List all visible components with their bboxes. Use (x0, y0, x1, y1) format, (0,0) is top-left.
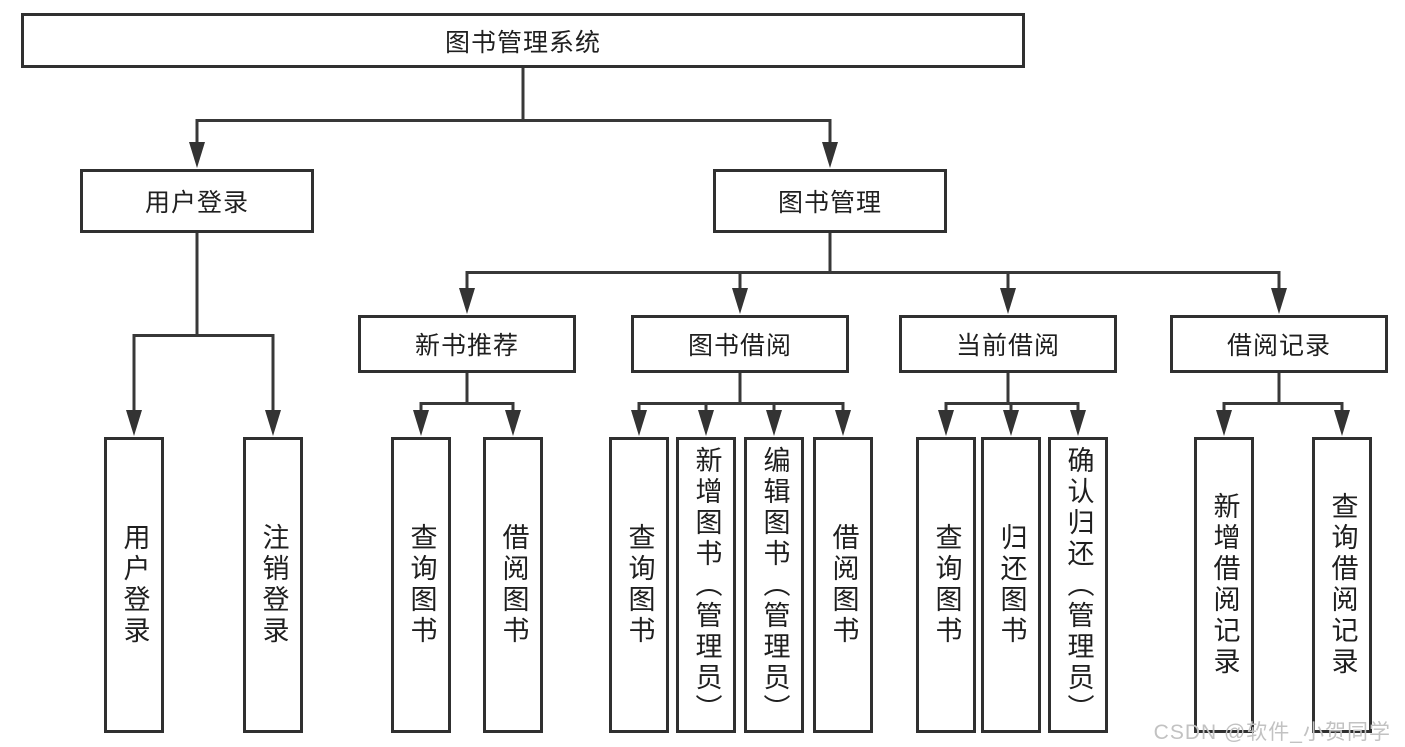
node-current-borrow: 当前借阅 (899, 315, 1117, 373)
leaf-confirm-return-admin: 确认归还（管理员） (1048, 437, 1108, 733)
leaf-query-books-recommend: 查询图书 (391, 437, 451, 733)
leaf-add-books-admin: 新增图书（管理员） (676, 437, 736, 733)
leaf-edit-books-admin: 编辑图书（管理员） (744, 437, 804, 733)
node-new-book-recommend: 新书推荐 (358, 315, 576, 373)
node-user-login: 用户登录 (80, 169, 314, 233)
leaf-query-borrow-record: 查询借阅记录 (1312, 437, 1372, 733)
leaf-borrow-books-recommend: 借阅图书 (483, 437, 543, 733)
leaf-add-borrow-record: 新增借阅记录 (1194, 437, 1254, 733)
csdn-watermark: CSDN @软件_小贺同学 (1153, 721, 1391, 744)
leaf-logout: 注销登录 (243, 437, 303, 733)
node-book-borrow: 图书借阅 (631, 315, 849, 373)
node-book-management: 图书管理 (713, 169, 947, 233)
node-library-system: 图书管理系统 (21, 13, 1025, 68)
leaf-return-books: 归还图书 (981, 437, 1041, 733)
leaf-query-books-current: 查询图书 (916, 437, 976, 733)
leaf-query-books-borrow: 查询图书 (609, 437, 669, 733)
arrowheads (126, 142, 1350, 436)
node-borrow-records: 借阅记录 (1170, 315, 1388, 373)
leaf-user-login: 用户登录 (104, 437, 164, 733)
leaf-borrow-books: 借阅图书 (813, 437, 873, 733)
